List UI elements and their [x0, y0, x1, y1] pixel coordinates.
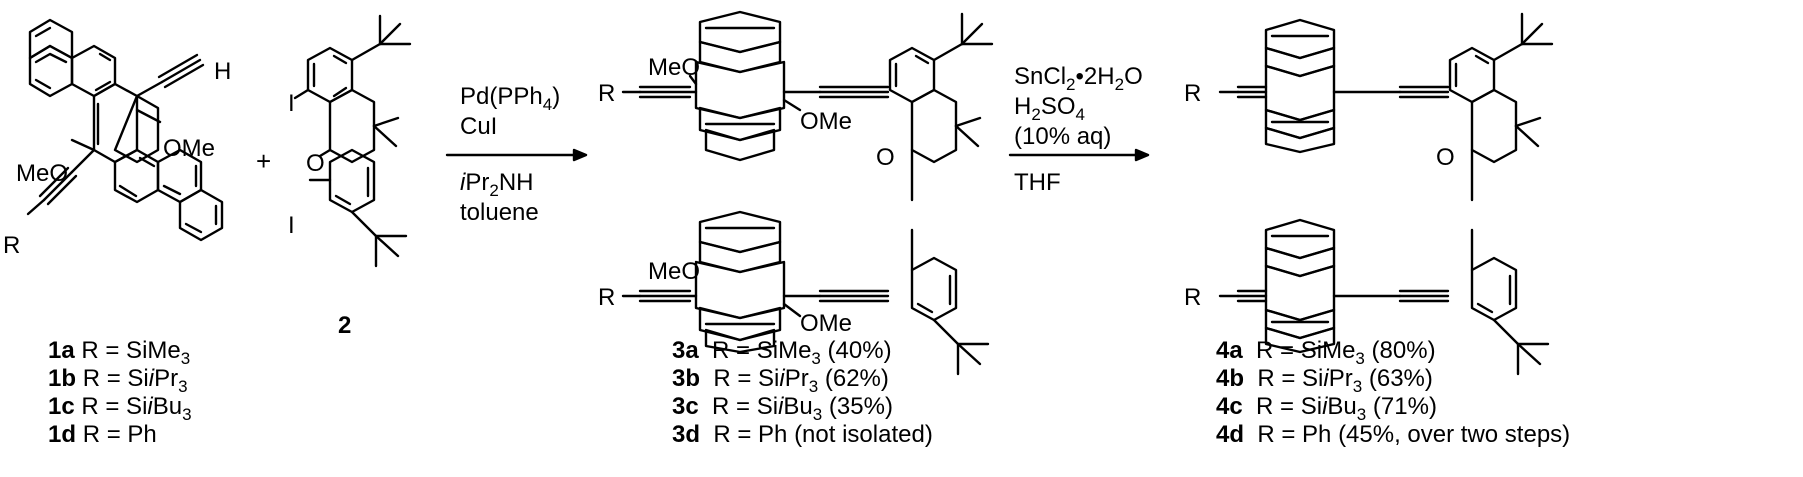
caption-3d: 3d R = Ph (not isolated)	[672, 421, 933, 448]
compound-3-structure	[621, 10, 994, 376]
caption-1c: 1c R = SiiBu3	[48, 393, 192, 424]
atom-label-r-3-lower: R	[598, 284, 616, 311]
step2-reagent: SnCl2•2H2O	[1014, 63, 1143, 94]
step2-solvent: THF	[1014, 169, 1061, 196]
atom-label-oxygen-4: O	[1436, 144, 1455, 171]
atom-label-ome-3-upper: OMe	[800, 108, 853, 135]
atom-label-r-4-upper: R	[1184, 80, 1202, 107]
atom-label-h: H	[214, 58, 232, 85]
step1-solvent: toluene	[460, 199, 539, 226]
atom-label-ome: OMe	[163, 135, 216, 162]
atom-label-oxygen-3: O	[876, 144, 895, 171]
plus-sign: +	[256, 146, 272, 176]
caption-3b: 3b R = SiiPr3 (62%)	[672, 365, 889, 396]
atom-label-iodine-bottom: I	[288, 212, 295, 239]
atom-label-meo: MeO	[16, 160, 69, 187]
atom-label-r-4-lower: R	[1184, 284, 1202, 311]
caption-3a: 3a R = SiMe3 (40%)	[672, 337, 892, 368]
caption-4a: 4a R = SiMe3 (80%)	[1216, 337, 1436, 368]
atom-label-r-3-upper: R	[598, 80, 616, 107]
atom-label-meo-3-upper: MeO	[648, 54, 701, 81]
atom-label-iodine-top: I	[288, 90, 295, 117]
caption-4b: 4b R = SiiPr3 (63%)	[1216, 365, 1433, 396]
atom-label-oxygen: O	[306, 150, 325, 177]
atom-label-meo-3-lower: MeO	[648, 258, 701, 285]
caption-1b: 1b R = SiiPr3	[48, 365, 188, 396]
step1-base: iPr2NH	[460, 169, 534, 200]
caption-1d: 1d R = Ph	[48, 421, 157, 448]
caption-4d: 4d R = Ph (45%, over two steps)	[1216, 421, 1571, 448]
step1-cocatalyst: CuI	[460, 113, 498, 140]
atom-label-ome-3-lower: OMe	[800, 310, 853, 337]
step1-catalyst: Pd(PPh4)	[460, 83, 561, 114]
compound-4-structure	[1218, 12, 1554, 376]
compound-1-structure	[26, 18, 224, 242]
step2-acid-note: (10% aq)	[1014, 123, 1112, 150]
caption-1a: 1a R = SiMe3	[48, 337, 191, 368]
step2-acid: H2SO4	[1014, 93, 1085, 124]
atom-label-r: R	[3, 232, 21, 259]
caption-4c: 4c R = SiiBu3 (71%)	[1216, 393, 1437, 424]
compound-2-structure	[293, 14, 412, 268]
compound-label-2: 2	[338, 312, 352, 339]
caption-3c: 3c R = SiiBu3 (35%)	[672, 393, 893, 424]
